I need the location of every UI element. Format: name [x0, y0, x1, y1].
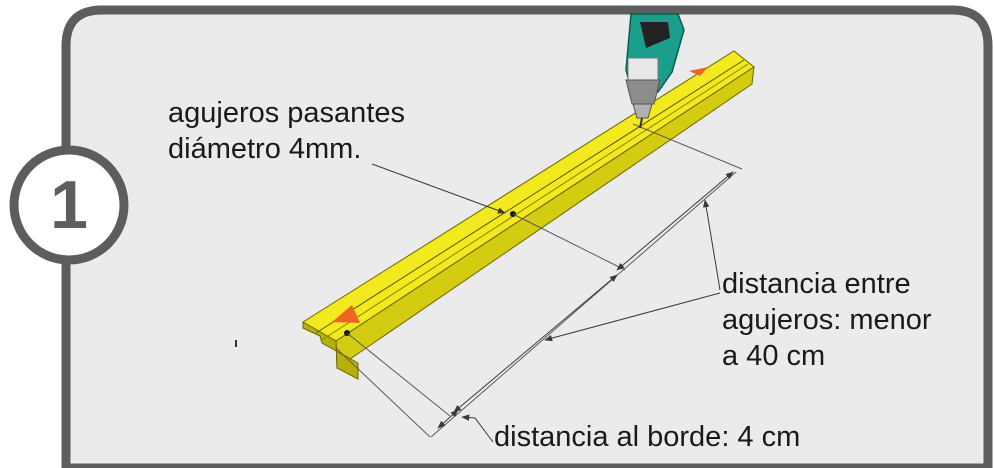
label-edge-distance: distancia al borde: 4 cm — [494, 421, 801, 453]
dimension-arrows — [437, 171, 734, 429]
label-spacing-line-2: agujeros: menor — [722, 304, 932, 336]
triangle-marker-icon — [689, 67, 708, 76]
triangle-marker-icon — [332, 305, 360, 323]
step-number: 1 — [50, 167, 88, 243]
step-badge — [9, 145, 129, 265]
label-holes-line-1: agujeros pasantes — [168, 97, 405, 129]
leader-lines — [371, 163, 721, 443]
label-spacing-line-1: distancia entre — [722, 268, 911, 300]
board-end-face — [302, 321, 359, 380]
board-groove-line — [321, 63, 749, 341]
label-spacing-line-3: a 40 cm — [722, 340, 826, 372]
label-holes-line-2: diámetro 4mm. — [168, 133, 362, 165]
panel-frame — [61, 5, 993, 468]
power-drill-icon — [625, 13, 685, 129]
board-center-line — [315, 59, 745, 334]
